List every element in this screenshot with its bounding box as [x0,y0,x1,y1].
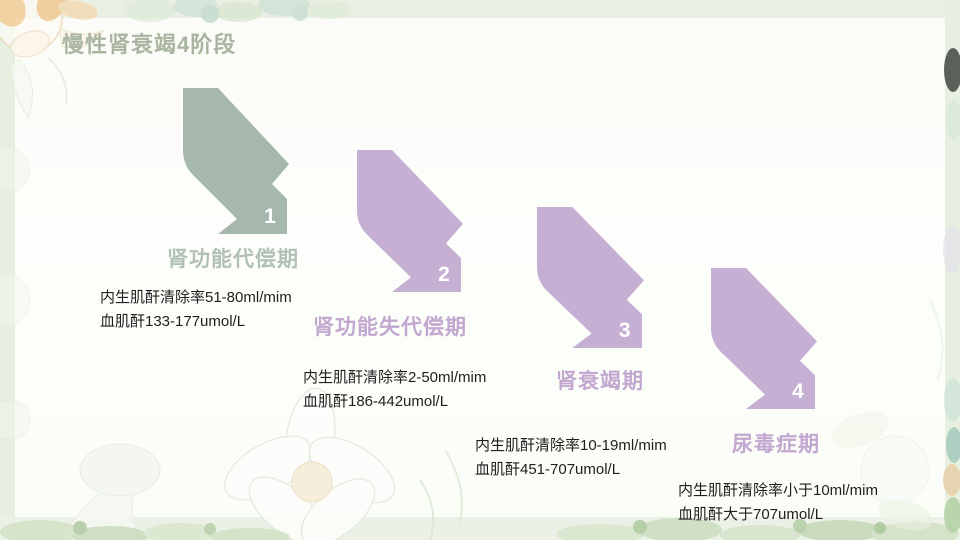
stage1-label: 肾功能代偿期 [167,248,299,271]
stage3-detail: 内生肌酐清除率10-19ml/mim 血肌酐451-707umol/L [475,434,667,482]
stage4-detail: 内生肌酐清除率小于10ml/mim 血肌酐大于707umol/L [678,479,878,527]
stage2-arrow-shape [357,150,463,292]
stage2-detail-line2: 血肌酐186-442umol/L [303,393,449,410]
flowers-right-edge [943,48,960,533]
stage4-number: 4 [792,380,804,403]
stage3-detail-line2: 血肌酐451-707umol/L [475,461,621,478]
slide-title: 慢性肾衰竭4阶段 [62,32,237,57]
stage1-number: 1 [264,205,276,228]
stage2-arrow: 2 [357,150,463,292]
stage3-detail-line1: 内生肌酐清除率10-19ml/mim [475,437,667,454]
stage4-arrow: 4 [711,268,817,409]
stage3-arrow-shape [537,207,644,348]
stage4-detail-line1: 内生肌酐清除率小于10ml/mim [678,482,879,499]
stage3-label: 肾衰竭期 [556,370,644,393]
stage4-detail-line2: 血肌酐大于707umol/L [678,506,824,523]
stage1-arrow: 1 [183,88,289,234]
stage2-detail-line1: 内生肌酐清除率2-50ml/mim [303,369,487,386]
stage3-arrow: 3 [537,207,644,348]
stage2-number: 2 [438,263,450,286]
stage3-number: 3 [618,319,631,342]
stage2-label: 肾功能失代偿期 [313,316,467,339]
content-panel [15,18,945,517]
stage1-detail-line1: 内生肌酐清除率51-80ml/mim [100,289,292,306]
stage2-detail: 内生肌酐清除率2-50ml/mim 血肌酐186-442umol/L [303,366,486,414]
stage1-arrow-shape [183,88,289,234]
stage1-detail-line2: 血肌酐133-177umol/L [100,313,246,330]
garland-bottom-left [0,520,290,540]
stage4-label: 尿毒症期 [732,433,820,456]
stage1-detail: 内生肌酐清除率51-80ml/mim 血肌酐133-177umol/L [100,286,292,334]
stage4-arrow-shape [711,268,817,409]
